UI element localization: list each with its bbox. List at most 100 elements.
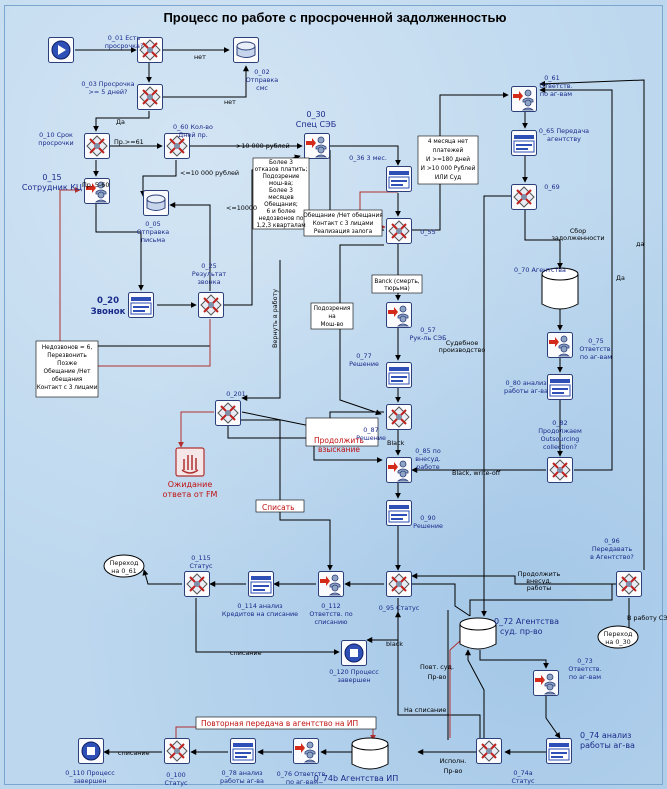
hand-icon [181, 455, 199, 474]
start-event-icon[interactable] [48, 37, 74, 63]
node-label-0-03: 0_03 Просрочка>= 5 дней? [81, 80, 134, 96]
edge-label-return-to-work: Вернуть в работу [271, 289, 279, 348]
node-label-0-76: 0_76 Ответств.по аг-вам [277, 770, 328, 786]
screen-task-icon[interactable] [386, 362, 412, 388]
ip-agencies-cylinder[interactable] [351, 737, 389, 770]
gateway-icon[interactable] [547, 457, 573, 483]
person-task-icon[interactable] [293, 738, 319, 764]
edge-label-write-off: Списать [262, 503, 295, 512]
gateway-icon[interactable] [137, 84, 163, 110]
gateway-icon[interactable] [386, 571, 412, 597]
agency-cylinders [351, 267, 579, 770]
edge-label-repeat-court: Повт. суд.Пр-во [420, 663, 454, 681]
gateway-icon[interactable] [84, 133, 110, 159]
screen-task-icon[interactable] [546, 738, 572, 764]
person-task-icon[interactable] [304, 133, 330, 159]
node-label-0-69: 0_69 [544, 183, 559, 191]
node-label-0-201: 0_201 [226, 390, 245, 398]
screen-task-icon[interactable] [386, 166, 412, 192]
court-agencies-cylinder[interactable] [459, 617, 497, 650]
person-task-icon[interactable] [533, 670, 559, 696]
gateway-icon[interactable] [511, 184, 537, 210]
node-label-0-70: 0_70 Агентства [514, 266, 566, 274]
edge-label-enforcement: Исполн.Пр-во [440, 757, 467, 775]
person-task-icon[interactable] [511, 86, 537, 112]
edge-label-net: нет [224, 98, 236, 106]
agencies-cylinder[interactable] [541, 267, 579, 310]
edge-label-le-10000-short: <=10000 [226, 204, 257, 212]
edge-label-net: нет [194, 53, 206, 61]
gateway-icon[interactable] [386, 404, 412, 430]
note-bank-death: Banck (смерть,тюрьма) [374, 279, 419, 292]
edge-label-black: Black [387, 439, 405, 447]
screen-task-icon[interactable] [386, 500, 412, 526]
person-task-icon[interactable] [547, 332, 573, 358]
wait-fm-node[interactable] [175, 447, 205, 477]
edge-label-pr-61: Пр.>=61 [114, 138, 144, 146]
edge-label-yes: да [636, 240, 644, 248]
system-icon[interactable] [143, 190, 169, 216]
edge-label-yes-2: Да [616, 274, 625, 282]
screen-task-icon[interactable] [128, 292, 154, 318]
end-event-icon[interactable] [341, 640, 367, 666]
person-task-icon[interactable] [386, 302, 412, 328]
edge-label-to-writeoff: На списание [404, 706, 446, 714]
edge-label-writeoff-1: списание [230, 649, 262, 657]
jump-nodes [103, 554, 639, 649]
screen-task-icon[interactable] [230, 738, 256, 764]
diagram-title: Процесс по работе с просроченной задолже… [163, 10, 506, 25]
person-task-icon[interactable] [318, 571, 344, 597]
jump-to-030[interactable] [597, 625, 639, 649]
edge-label-pr-5-60: Пр. 5-60 [82, 181, 109, 189]
gateway-icon[interactable] [386, 218, 412, 244]
person-task-icon[interactable] [386, 457, 412, 483]
gateway-icon[interactable] [476, 738, 502, 764]
end-event-icon[interactable] [78, 738, 104, 764]
screen-task-icon[interactable] [511, 130, 537, 156]
gateway-icon[interactable] [616, 571, 642, 597]
system-icon[interactable] [233, 37, 259, 63]
gateway-icon[interactable] [184, 571, 210, 597]
gateway-icon[interactable] [198, 292, 224, 318]
edge-label-gt-10000: >10 000 рублей [236, 142, 290, 150]
gateway-icon[interactable] [215, 400, 241, 426]
gateway-icon[interactable] [164, 738, 190, 764]
edge-label-repeat-transfer: Повторная передача в агентство на ИП [201, 719, 358, 728]
edge-label-to-seb: В работу СЭБ [627, 614, 667, 622]
jump-to-061[interactable] [103, 554, 145, 578]
screen-task-icon[interactable] [547, 374, 573, 400]
note-boxes [35, 135, 479, 730]
screen-task-icon[interactable] [248, 571, 274, 597]
diagram-frame [4, 5, 663, 785]
